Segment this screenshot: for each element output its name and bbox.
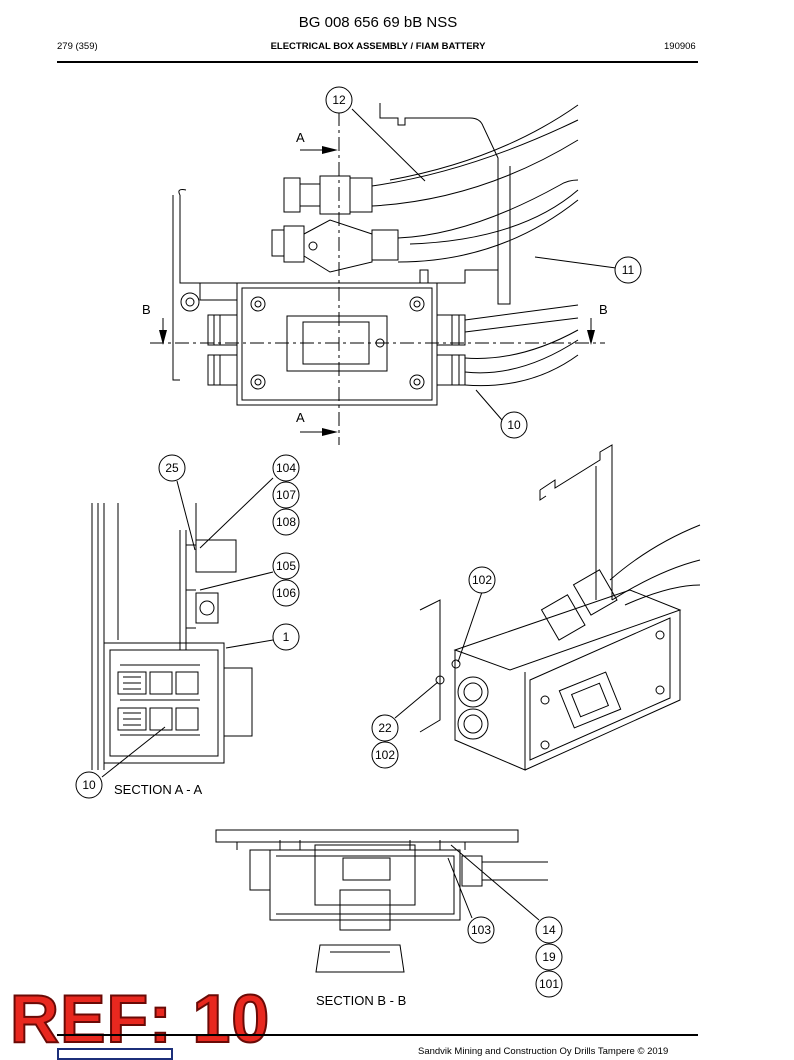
callout-25 bbox=[158, 454, 186, 482]
section-aa-view bbox=[91, 477, 274, 778]
callout-102-text: 102 bbox=[472, 573, 492, 587]
company-logo bbox=[57, 1048, 173, 1060]
section-title: ELECTRICAL BOX ASSEMBLY / FIAM BATTERY bbox=[270, 41, 486, 52]
callout-102-lower bbox=[371, 741, 399, 769]
callout-10-section bbox=[75, 771, 103, 799]
callout-101-text: 101 bbox=[539, 977, 559, 991]
callout-108-text: 108 bbox=[276, 515, 296, 529]
callout-101 bbox=[535, 970, 563, 998]
callout-102-lower-text: 102 bbox=[375, 748, 395, 762]
section-bb-view bbox=[215, 829, 548, 973]
callout-106-text: 106 bbox=[276, 586, 296, 600]
callout-102 bbox=[468, 566, 496, 594]
footer-copyright: Sandvik Mining and Construction Oy Drill… bbox=[418, 1046, 669, 1057]
callout-106 bbox=[272, 579, 300, 607]
callout-105 bbox=[272, 552, 300, 580]
cut-label-b-left: B bbox=[142, 302, 151, 317]
document-title: BG 008 656 69 bB NSS bbox=[298, 14, 458, 31]
callout-14 bbox=[535, 916, 563, 944]
cut-label-b-right: B bbox=[599, 302, 608, 317]
section-aa-label: SECTION A - A bbox=[114, 782, 202, 797]
callout-1-text: 1 bbox=[283, 630, 290, 644]
cut-label-a-bottom: A bbox=[296, 410, 305, 425]
callout-19-text: 19 bbox=[542, 950, 556, 964]
document-date: 190906 bbox=[664, 41, 696, 52]
callout-11 bbox=[614, 256, 642, 284]
callout-103 bbox=[467, 916, 495, 944]
section-bb-label: SECTION B - B bbox=[316, 993, 406, 1008]
callout-22 bbox=[371, 714, 399, 742]
callout-22-text: 22 bbox=[378, 721, 392, 735]
callout-11-text: 11 bbox=[622, 263, 635, 277]
callout-108 bbox=[272, 508, 300, 536]
footer-rule bbox=[57, 1034, 698, 1036]
callout-104 bbox=[272, 454, 300, 482]
callout-12-text: 12 bbox=[332, 93, 346, 107]
callout-25-text: 25 bbox=[165, 461, 179, 475]
callout-103-text: 103 bbox=[471, 923, 491, 937]
callout-12 bbox=[325, 86, 353, 114]
callout-10-text: 10 bbox=[507, 418, 521, 432]
top-view bbox=[150, 103, 617, 445]
callout-10-section-text: 10 bbox=[82, 778, 96, 792]
callout-10 bbox=[500, 411, 528, 439]
callout-107-text: 107 bbox=[276, 488, 296, 502]
callout-104-text: 104 bbox=[276, 461, 296, 475]
callout-105-text: 105 bbox=[276, 559, 296, 573]
callout-14-text: 14 bbox=[542, 923, 556, 937]
header-rule bbox=[57, 61, 698, 63]
isometric-view bbox=[394, 444, 701, 771]
callout-1 bbox=[272, 623, 300, 651]
ref-stamp: REF: 10 bbox=[9, 981, 271, 1057]
page-number: 279 (359) bbox=[57, 41, 98, 52]
cut-label-a-top: A bbox=[296, 130, 305, 145]
callout-107 bbox=[272, 481, 300, 509]
callout-19 bbox=[535, 943, 563, 971]
